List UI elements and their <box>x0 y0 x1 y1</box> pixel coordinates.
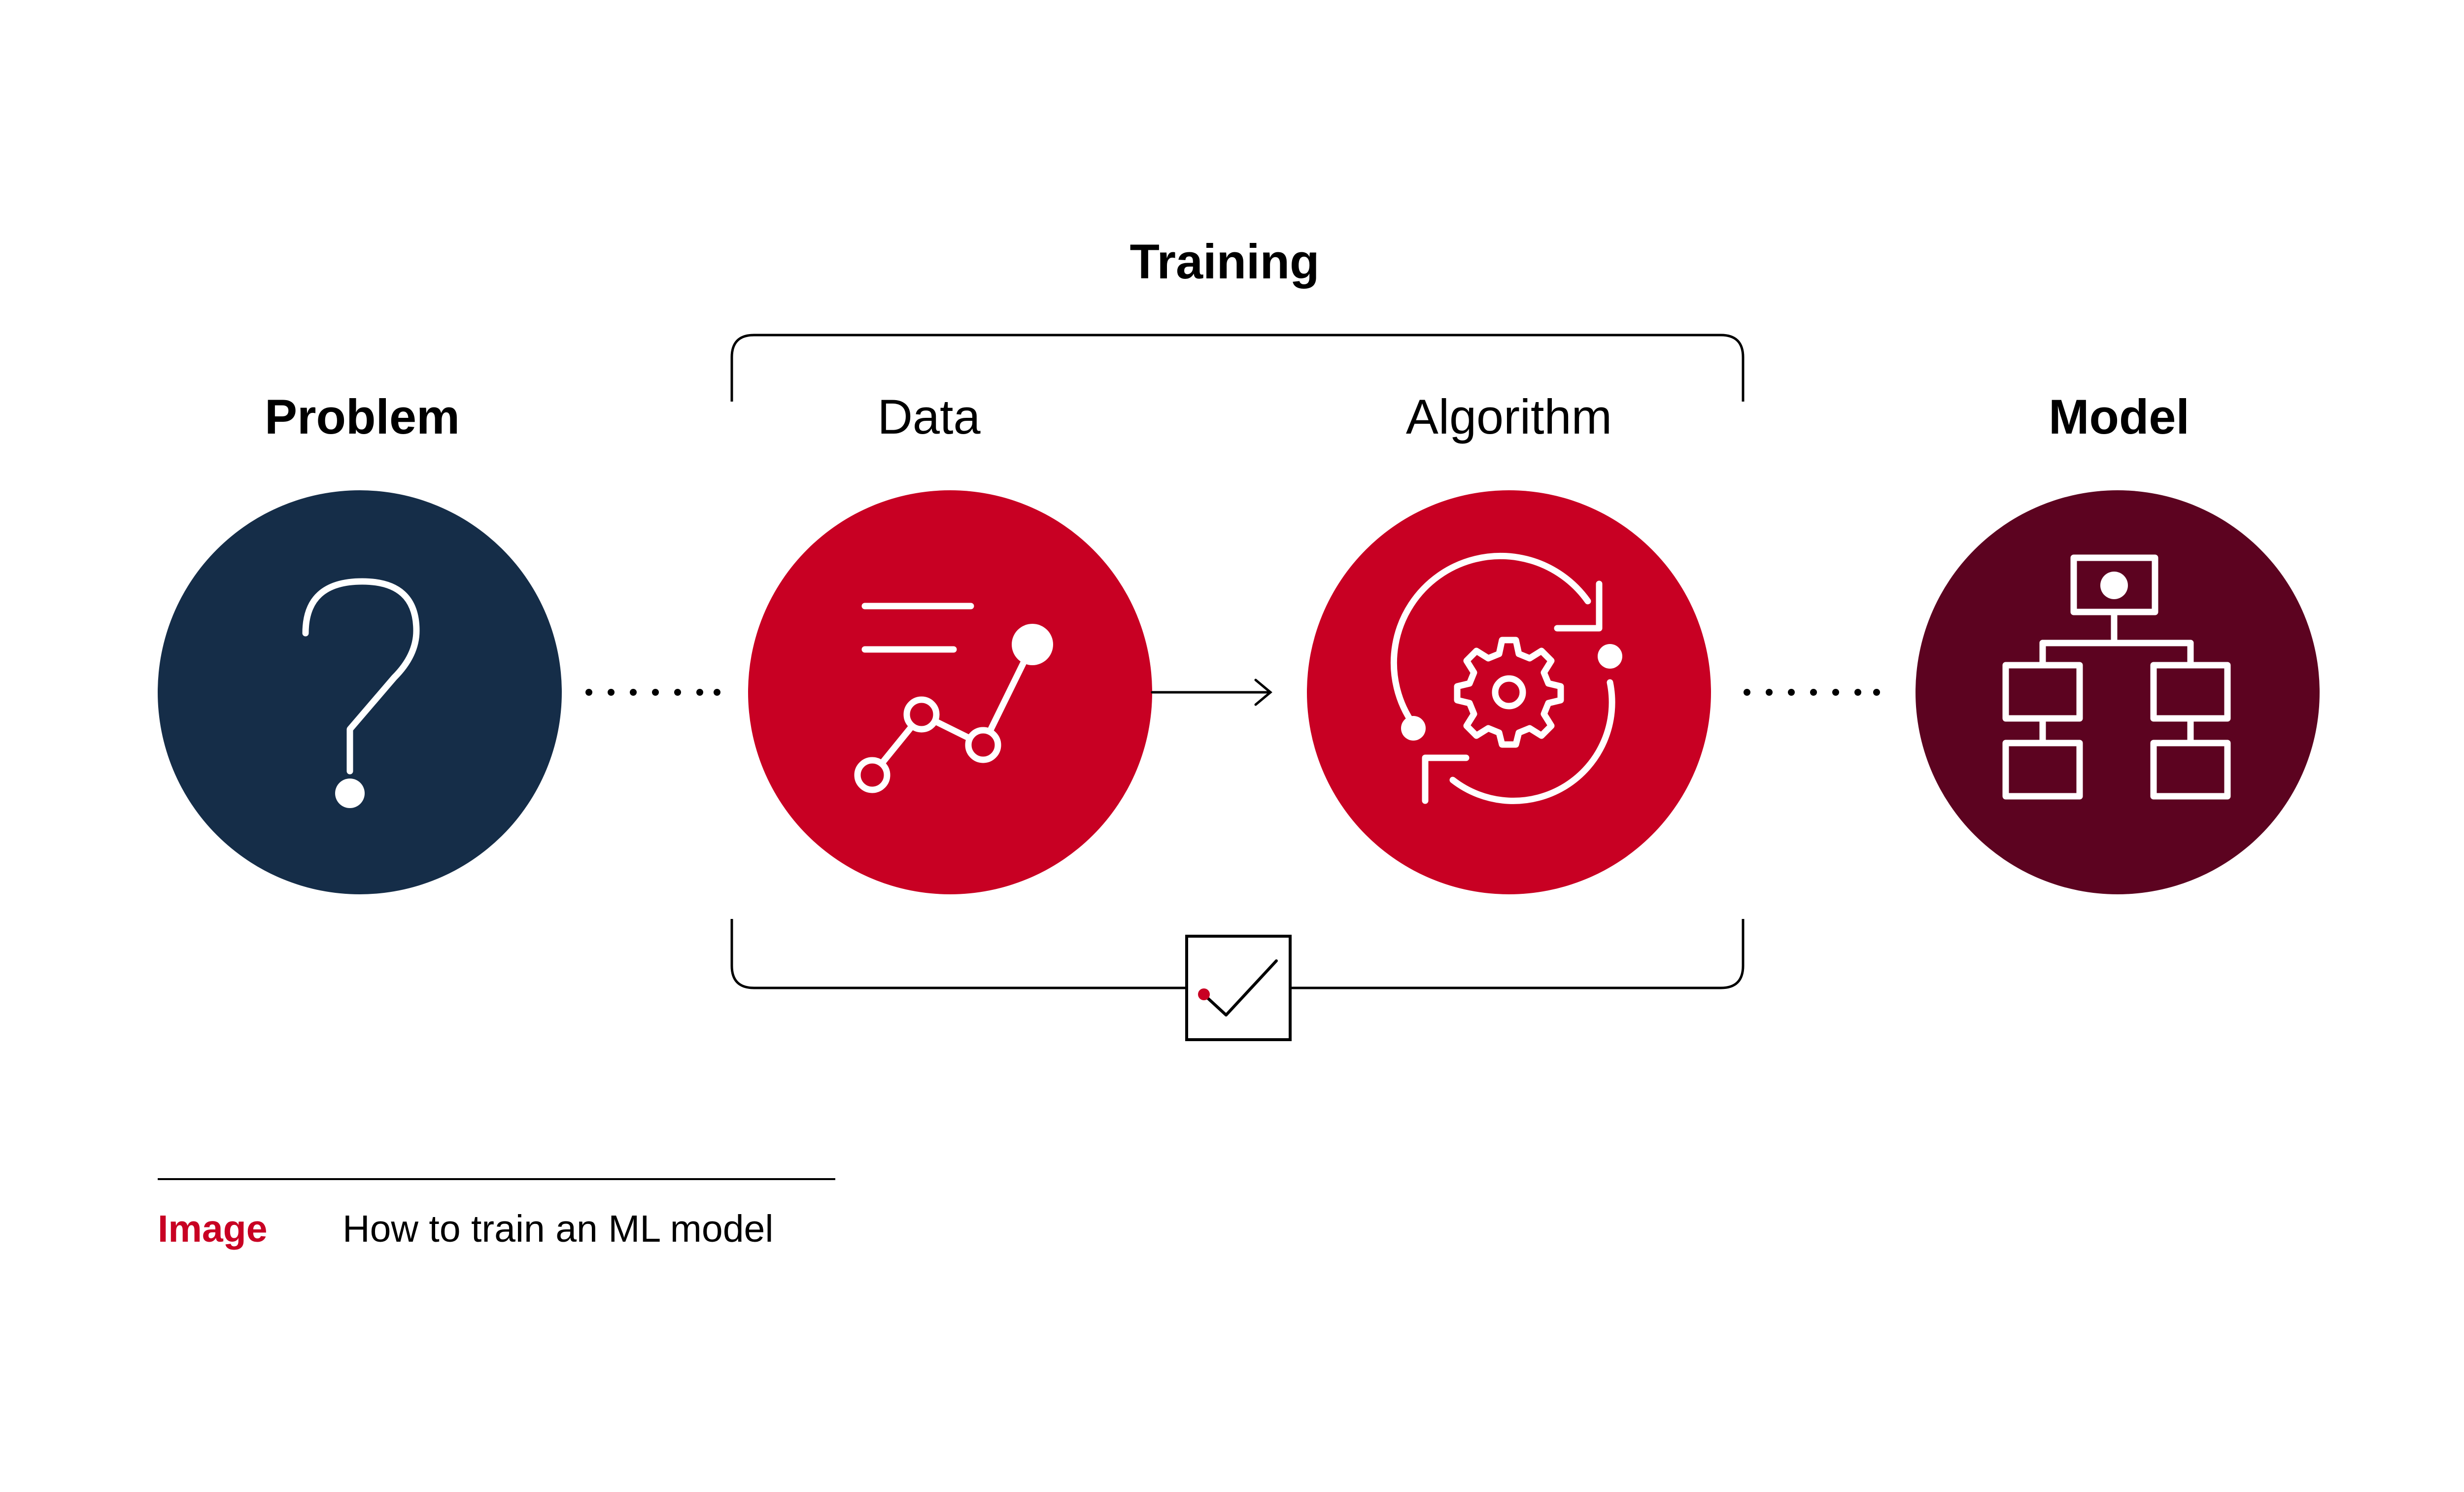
model-circle <box>1916 490 2320 894</box>
gear-cycle-icon <box>1390 552 1622 804</box>
data-chart-icon <box>854 603 1053 793</box>
training-title: Training <box>1129 234 1319 289</box>
problem-circle <box>158 490 562 894</box>
model-label: Model <box>2049 389 2190 444</box>
checkmark-icon <box>1185 935 1292 1041</box>
dotted-connector-right <box>1744 689 1880 696</box>
dotted-connector-left <box>585 689 720 696</box>
caption-tag: Image <box>158 1208 268 1250</box>
question-mark-icon <box>302 578 420 808</box>
data-circle <box>748 490 1152 894</box>
arrow-data-to-algorithm <box>1151 678 1272 706</box>
algorithm-label: Algorithm <box>1406 389 1612 444</box>
problem-label: Problem <box>265 389 460 444</box>
algorithm-circle <box>1307 490 1711 894</box>
training-top-bracket <box>730 334 1745 402</box>
caption-text: How to train an ML model <box>342 1208 773 1250</box>
data-label: Data <box>877 389 981 444</box>
hierarchy-icon <box>2002 554 2231 800</box>
